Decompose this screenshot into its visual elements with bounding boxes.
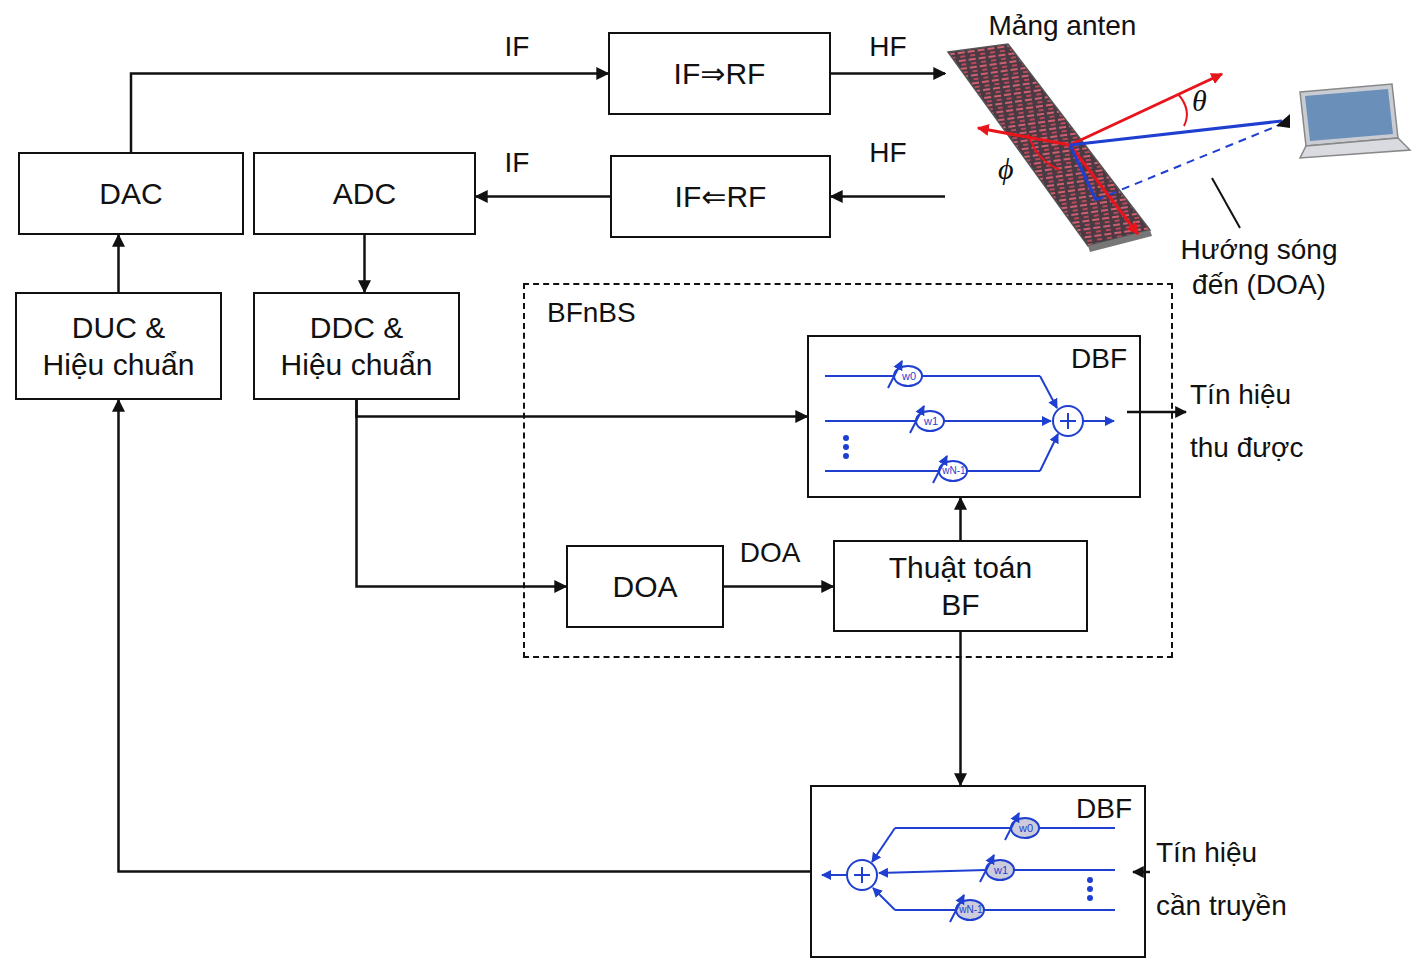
input-arrow bbox=[1133, 871, 1150, 874]
edge-label: IF bbox=[502, 29, 533, 64]
doa-box: DOA bbox=[566, 545, 724, 628]
weight-label: w0 bbox=[1019, 823, 1033, 834]
node-text: Mảng anten bbox=[989, 8, 1137, 43]
duc-box: DUC & Hiệu chuẩn bbox=[15, 292, 222, 400]
laptop-icon bbox=[1300, 84, 1410, 158]
node-text: DDC & Hiệu chuẩn bbox=[280, 309, 433, 384]
signal-connector bbox=[959, 632, 962, 785]
weight-label: w1 bbox=[924, 416, 938, 427]
node-text: DOA bbox=[612, 568, 677, 606]
converter-box: IF⇒RF bbox=[608, 32, 831, 115]
edge-label: HF bbox=[866, 29, 909, 64]
node-text: Thuật toán BF bbox=[883, 549, 1038, 624]
signal-connector bbox=[119, 400, 811, 872]
dbf-box: DBF bbox=[810, 785, 1146, 958]
dbf-tx-internals bbox=[822, 813, 1115, 922]
bfnbs-group: BFnBS DBF DOA Thuật toán BF bbox=[523, 283, 1173, 658]
weight-label: w1 bbox=[994, 865, 1008, 876]
weight-label: w0 bbox=[902, 371, 916, 382]
node-text: DAC bbox=[99, 175, 162, 213]
ddc-box: DDC & Hiệu chuẩn bbox=[253, 292, 460, 400]
signal-connector bbox=[831, 72, 945, 75]
signal-connector bbox=[363, 235, 366, 292]
signal-connector bbox=[117, 235, 120, 292]
direction-vectors bbox=[978, 74, 1222, 234]
weight-label: wN-1 bbox=[959, 905, 982, 915]
doa-vector bbox=[1070, 114, 1290, 228]
antenna-array: Mảng anten bbox=[945, 8, 1180, 253]
signal-connector bbox=[831, 195, 945, 198]
node-text: BFnBS bbox=[547, 295, 636, 330]
signal-label: Tín hiệu thu được bbox=[1190, 368, 1304, 474]
node-text: IF⇒RF bbox=[674, 55, 766, 93]
signal-connector bbox=[476, 195, 610, 198]
dbf-rx-internals bbox=[825, 361, 1114, 483]
signal-connector bbox=[959, 498, 962, 540]
antenna-array bbox=[948, 44, 1152, 252]
signal-connector bbox=[357, 400, 808, 417]
dbf-box: DBF bbox=[807, 335, 1141, 498]
node-text: DBF bbox=[1071, 341, 1127, 376]
converter-box: IF⇐RF bbox=[610, 155, 831, 238]
angle-label: θ bbox=[1192, 82, 1207, 120]
angle-label: ϕ bbox=[998, 150, 1014, 188]
dac-box: DAC bbox=[18, 152, 244, 235]
node-text: DUC & Hiệu chuẩn bbox=[42, 309, 195, 384]
output-arrow bbox=[1127, 411, 1186, 414]
signal-label: Tín hiệu cần truyền bbox=[1156, 826, 1288, 932]
algorithm-box: Thuật toán BF bbox=[833, 540, 1088, 632]
node-text: IF⇐RF bbox=[675, 178, 767, 216]
signal-connector bbox=[724, 585, 833, 588]
edge-label: IF bbox=[502, 145, 533, 180]
signal-connector bbox=[131, 74, 608, 153]
weight-label: wN-1 bbox=[942, 466, 965, 476]
adc-box: ADC bbox=[253, 152, 476, 235]
edge-label: HF bbox=[866, 135, 909, 170]
node-text: DBF bbox=[1076, 791, 1132, 826]
node-text: ADC bbox=[333, 175, 396, 213]
annotation: Hướng sóng đến (DOA) bbox=[1180, 232, 1338, 302]
edge-label: DOA bbox=[737, 535, 804, 570]
signal-connector bbox=[357, 400, 567, 587]
